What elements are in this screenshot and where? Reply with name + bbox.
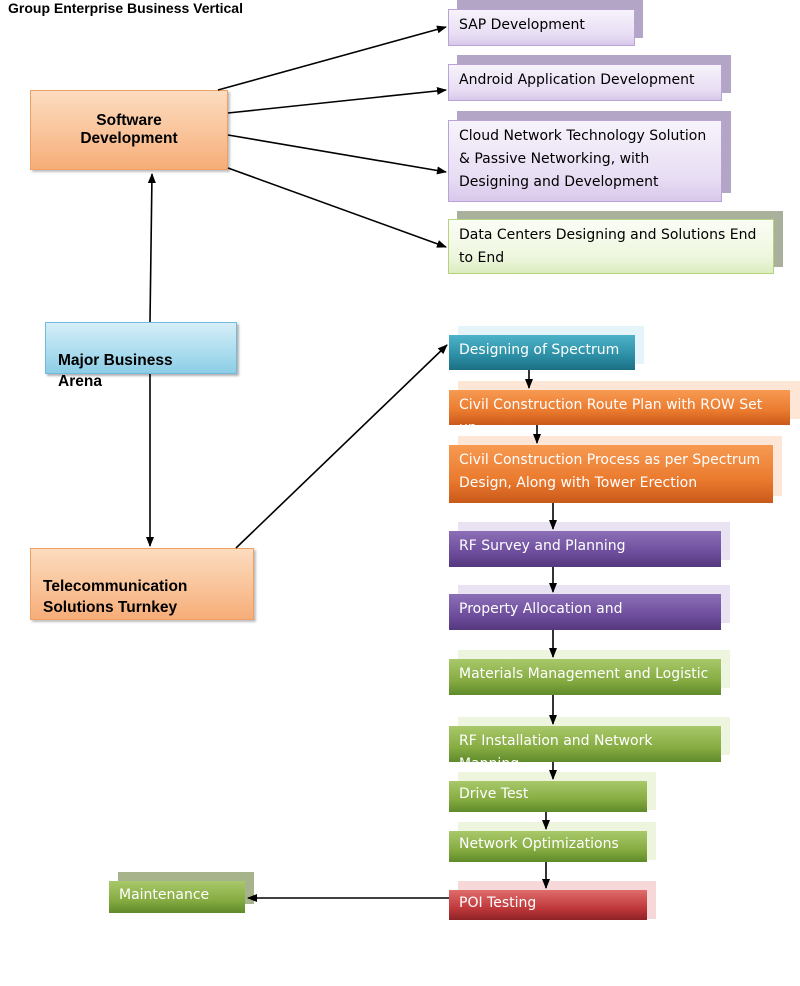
civil-process-box: Civil Construction Process as per Spectr…: [449, 445, 773, 503]
sap-development-label: SAP Development: [459, 17, 585, 33]
rf-installation-box: RF Installation and Network Mapping: [449, 726, 721, 772]
page-title: Group Enterprise Business Vertical: [8, 0, 243, 16]
designing-spectrum-label: Designing of Spectrum: [459, 342, 620, 358]
civil-process-label: Civil Construction Process as per Spectr…: [459, 452, 761, 491]
telecom-turnkey-label: Telecommunication Solutions Turnkey Oper…: [43, 578, 188, 616]
major-business-arena-node: Major Business Arena: [45, 322, 237, 390]
drive-test-box: Drive Test: [449, 781, 647, 812]
maintenance-node: Maintenance: [109, 881, 245, 913]
drive-test-label: Drive Test: [459, 786, 529, 802]
data-centers-box: Data Centers Designing and Solutions End…: [448, 219, 774, 274]
android-development-box: Android Application Development: [448, 64, 722, 101]
rf-survey-label: RF Survey and Planning: [459, 538, 626, 554]
sap-development-box: SAP Development: [448, 9, 635, 46]
materials-management-label: Materials Management and Logistic: [459, 666, 709, 682]
property-allocation-box: Property Allocation and: [449, 594, 721, 630]
telecom-turnkey-node: Telecommunication Solutions Turnkey Oper…: [30, 548, 254, 620]
rf-installation-label: RF Installation and Network Mapping: [459, 733, 653, 772]
cloud-network-label: Cloud Network Technology Solution & Pass…: [459, 128, 707, 190]
android-development-label: Android Application Development: [459, 72, 695, 88]
maintenance-label: Maintenance: [119, 887, 210, 903]
rf-survey-box: RF Survey and Planning: [449, 531, 721, 567]
arrow-to-cloud: [227, 134, 447, 175]
arrow-telecom-to-spectrum: [235, 344, 448, 549]
civil-route-plan-label: Civil Construction Route Plan with ROW S…: [459, 397, 763, 436]
cloud-network-box: Cloud Network Technology Solution & Pass…: [448, 120, 722, 202]
materials-management-box: Materials Management and Logistic: [449, 659, 721, 695]
property-allocation-label: Property Allocation and: [459, 601, 623, 617]
poi-testing-label: POI Testing: [459, 895, 537, 911]
network-optimizations-box: Network Optimizations: [449, 831, 647, 862]
software-development-node: Software Development: [30, 90, 228, 170]
arrow-to-sap: [217, 25, 447, 91]
designing-spectrum-box: Designing of Spectrum: [449, 335, 635, 370]
arrow-to-datacenter: [227, 167, 447, 248]
major-business-arena-label: Major Business Arena: [58, 352, 173, 390]
civil-route-plan-box: Civil Construction Route Plan with ROW S…: [449, 390, 790, 436]
software-development-label: Software Development: [80, 112, 178, 147]
data-centers-label: Data Centers Designing and Solutions End…: [459, 227, 757, 266]
poi-testing-box: POI Testing: [449, 890, 647, 920]
network-optimizations-label: Network Optimizations: [459, 836, 619, 852]
arrow-major-to-software: [147, 173, 156, 323]
arrow-to-android: [227, 86, 447, 114]
